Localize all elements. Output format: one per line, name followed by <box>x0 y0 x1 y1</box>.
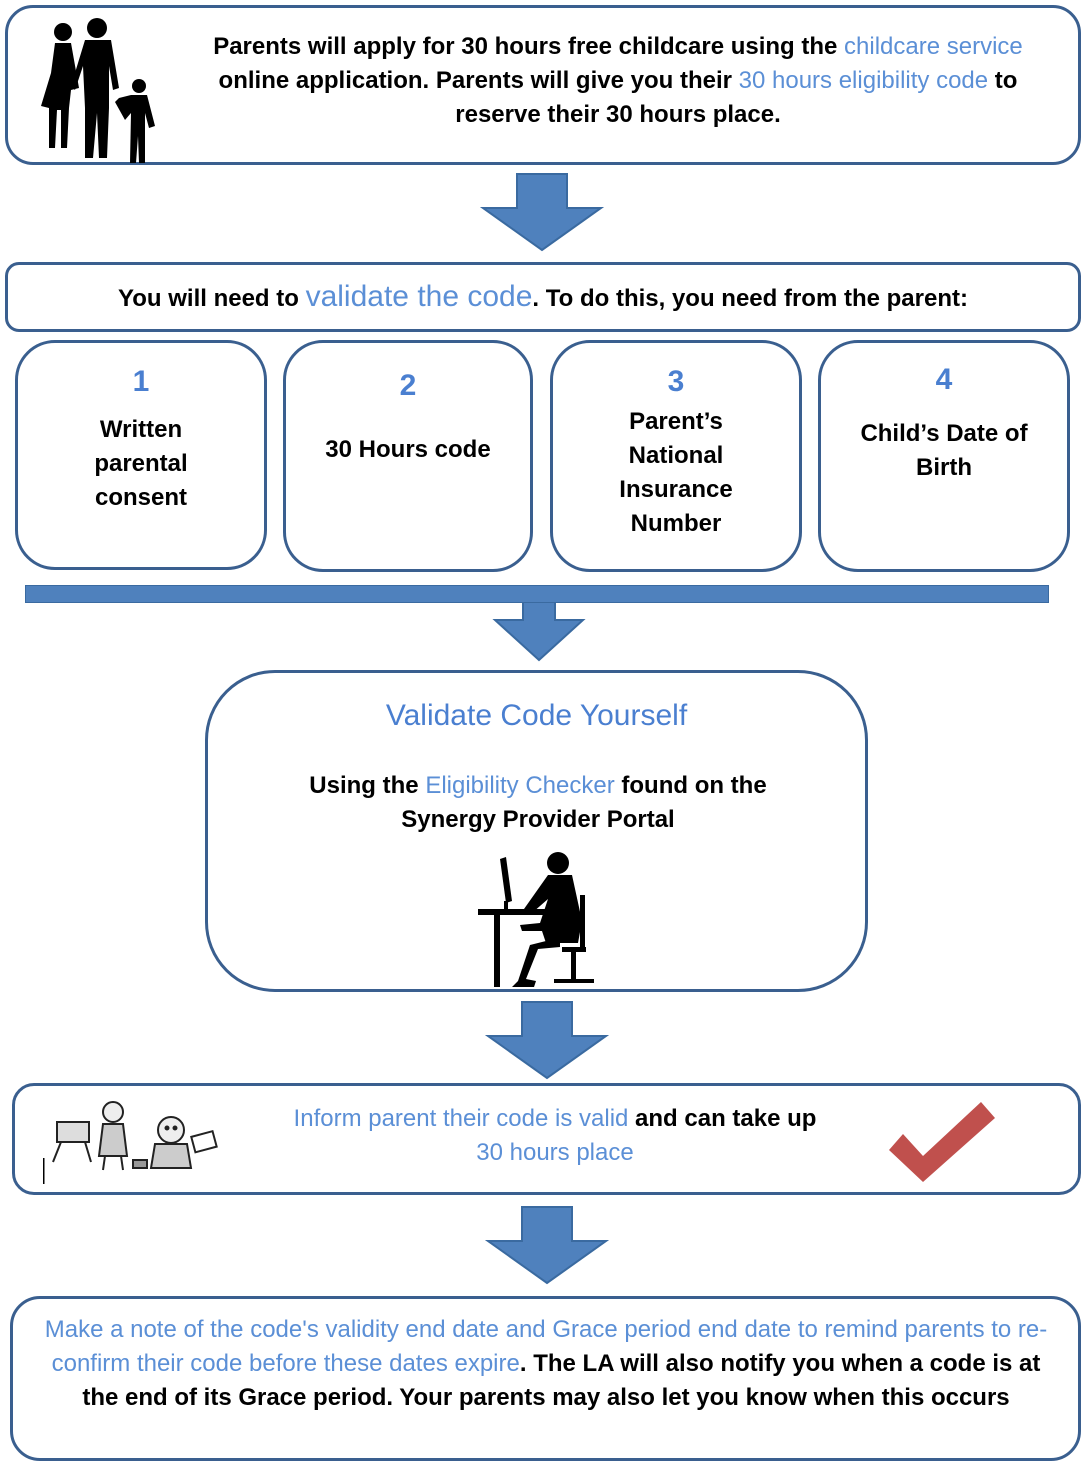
requirement-number: 4 <box>935 363 953 396</box>
note-box: Make a note of the code's validity end d… <box>10 1296 1081 1461</box>
down-arrow-icon <box>479 173 605 252</box>
validate-yourself-1: Using the <box>309 772 426 799</box>
requirement-label: Child’s Date of Birth <box>860 420 1028 481</box>
code-valid-link[interactable]: Inform parent their code is valid <box>293 1105 629 1132</box>
validate-intro-text: You will need to validate the code. To d… <box>8 280 1078 316</box>
computer-user-icon <box>478 852 594 987</box>
eligibility-code-link[interactable]: 30 hours eligibility code <box>738 67 989 94</box>
inform-parent-text: Inform parent their code is valid and ca… <box>285 1102 825 1170</box>
hours-place-link[interactable]: 30 hours place <box>476 1139 634 1166</box>
validate-intro-box: You will need to validate the code. To d… <box>5 262 1081 332</box>
requirement-number: 1 <box>132 365 150 398</box>
requirement-card-3: 3 Parent’s National Insurance Number <box>550 340 802 572</box>
validate-intro-2: . To do this, you need from the parent: <box>532 285 968 312</box>
note-link[interactable]: Make a note of the code's validity end d… <box>44 1316 1048 1377</box>
requirement-card-4: 4 Child’s Date of Birth <box>818 340 1070 572</box>
eligibility-checker-link[interactable]: Eligibility Checker <box>425 772 615 799</box>
inform-parent-box: Inform parent their code is valid and ca… <box>12 1083 1081 1195</box>
family-icon <box>41 18 155 163</box>
down-arrow-icon <box>492 602 586 662</box>
apply-step-box: Parents will apply for 30 hours free chi… <box>5 5 1081 165</box>
apply-text-3: to reserve their 30 hours place. <box>455 67 1018 128</box>
childcare-service-link[interactable]: childcare service <box>844 33 1023 60</box>
apply-step-text: Parents will apply for 30 hours free chi… <box>188 30 1048 132</box>
apply-text-1: Parents will apply for 30 hours free chi… <box>213 33 845 60</box>
children-drawing-icon <box>43 1101 218 1184</box>
connector-bar <box>25 585 1049 603</box>
requirement-label: Written parental consent <box>94 416 188 511</box>
requirement-number: 3 <box>667 365 685 398</box>
validate-yourself-2: found on the Synergy Provider Portal <box>401 772 767 833</box>
note-text: Make a note of the code's validity end d… <box>31 1313 1061 1415</box>
validate-yourself-text: Using the Eligibility Checker found on t… <box>263 769 813 837</box>
validate-code-link[interactable]: validate the code <box>305 280 533 313</box>
inform-text-1: and can take up <box>628 1105 817 1132</box>
requirement-number: 2 <box>399 369 417 402</box>
down-arrow-icon <box>484 1001 610 1080</box>
validate-yourself-box: Validate Code Yourself Using the Eligibi… <box>205 670 868 992</box>
validate-yourself-title: Validate Code Yourself <box>385 699 688 732</box>
down-arrow-icon <box>484 1206 610 1285</box>
note-text-1: . The LA will also notify you when a cod… <box>82 1350 1041 1411</box>
validate-intro-1: You will need to <box>118 285 306 312</box>
checkmark-icon <box>889 1102 995 1182</box>
requirement-label: Parent’s National Insurance Number <box>619 408 733 537</box>
apply-text-2: online application. Parents will give yo… <box>218 67 739 94</box>
requirement-card-2: 2 30 Hours code <box>283 340 533 572</box>
requirement-card-1: 1 Written parental consent <box>15 340 267 570</box>
requirement-label: 30 Hours code <box>325 436 491 463</box>
